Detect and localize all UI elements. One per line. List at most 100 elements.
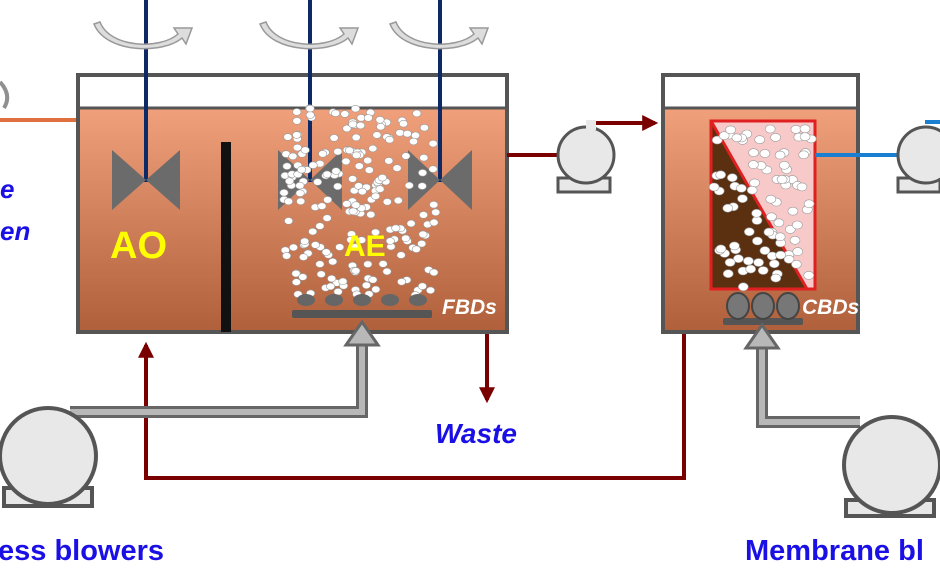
bubble <box>737 194 748 203</box>
bubble <box>401 152 411 160</box>
bubble <box>803 199 815 209</box>
bubble <box>335 243 345 251</box>
bubble <box>418 211 428 219</box>
bubble <box>759 149 771 158</box>
bubble <box>382 198 392 206</box>
label-ae: AE <box>344 230 386 263</box>
bubble <box>428 165 438 173</box>
bubble <box>308 161 318 169</box>
bubble <box>775 250 786 260</box>
bubble <box>333 147 343 156</box>
coarse-diffuser-icon <box>723 292 803 325</box>
bubble <box>397 278 407 286</box>
bubble <box>378 260 388 268</box>
bubble <box>724 258 736 267</box>
bubble <box>357 187 367 196</box>
bubble <box>729 241 740 251</box>
bubble <box>368 144 378 153</box>
bubble <box>282 252 292 260</box>
bubble <box>743 227 755 237</box>
rotation-arrows <box>93 21 490 50</box>
bubble <box>377 174 387 182</box>
label-waste: Waste <box>435 418 517 449</box>
bubble <box>292 131 302 139</box>
label-fbds: FBDs <box>442 296 497 319</box>
bubble <box>774 232 786 242</box>
bubble <box>351 267 361 275</box>
bubble <box>418 169 428 177</box>
bubble <box>295 189 305 197</box>
bubble <box>371 192 381 200</box>
bubble <box>288 243 298 252</box>
bubble <box>412 109 422 118</box>
bubble <box>715 170 727 180</box>
bubble <box>363 156 373 165</box>
bubble <box>774 150 786 160</box>
bubble <box>328 257 338 266</box>
bubble <box>340 110 350 118</box>
bubble <box>429 268 439 277</box>
bubble <box>429 201 439 209</box>
transfer-pump-icon <box>556 120 616 194</box>
bubble <box>776 175 788 184</box>
bubble <box>783 254 795 264</box>
bubble <box>315 222 325 230</box>
bubble <box>300 237 310 246</box>
bubble <box>313 178 323 186</box>
scouring-bubbles <box>708 124 817 292</box>
baffle-wall <box>221 142 231 332</box>
bubble <box>364 166 374 174</box>
mixer-ao <box>112 0 180 210</box>
bubble <box>368 276 378 284</box>
bubble <box>759 246 771 255</box>
bubble <box>746 185 758 195</box>
bubble <box>327 274 337 283</box>
bubble <box>429 218 439 227</box>
bubble <box>770 273 782 283</box>
curved-arrow-icon <box>93 21 194 50</box>
bubble <box>743 256 754 266</box>
bubble <box>305 104 315 113</box>
bubble <box>763 227 775 237</box>
bubble <box>803 271 815 280</box>
bubble <box>375 116 385 124</box>
bubble <box>321 248 331 256</box>
bubble <box>725 125 736 135</box>
bubble <box>726 173 738 182</box>
bubble <box>770 133 781 142</box>
bubble <box>722 203 734 213</box>
bubble <box>288 152 298 161</box>
mixer-icon <box>408 150 472 210</box>
bubble <box>351 133 361 142</box>
curved-arrow-icon <box>389 21 490 50</box>
bubble <box>310 241 320 249</box>
bubble <box>754 135 766 144</box>
bubble <box>363 260 373 268</box>
bubble <box>338 277 348 286</box>
bubble <box>385 136 395 144</box>
bubble <box>431 208 441 217</box>
bubble <box>363 114 373 122</box>
bubble <box>764 124 776 134</box>
bubble <box>331 109 341 117</box>
bubble <box>402 130 412 138</box>
bubble <box>391 224 401 232</box>
permeate-pump-icon <box>896 125 940 194</box>
bubble <box>322 214 332 222</box>
bubble <box>283 197 293 206</box>
bubble <box>748 148 759 157</box>
bubble <box>748 160 759 169</box>
bubble <box>305 111 315 119</box>
influent-curve-icon <box>0 80 10 110</box>
bubble <box>372 131 382 139</box>
bubble <box>284 217 294 225</box>
bubble <box>300 146 310 154</box>
membrane-air-line <box>743 322 860 428</box>
bubble <box>346 236 356 244</box>
bubble <box>392 164 402 172</box>
bubble <box>342 124 352 133</box>
bubble <box>295 181 305 190</box>
bubble <box>753 258 764 267</box>
